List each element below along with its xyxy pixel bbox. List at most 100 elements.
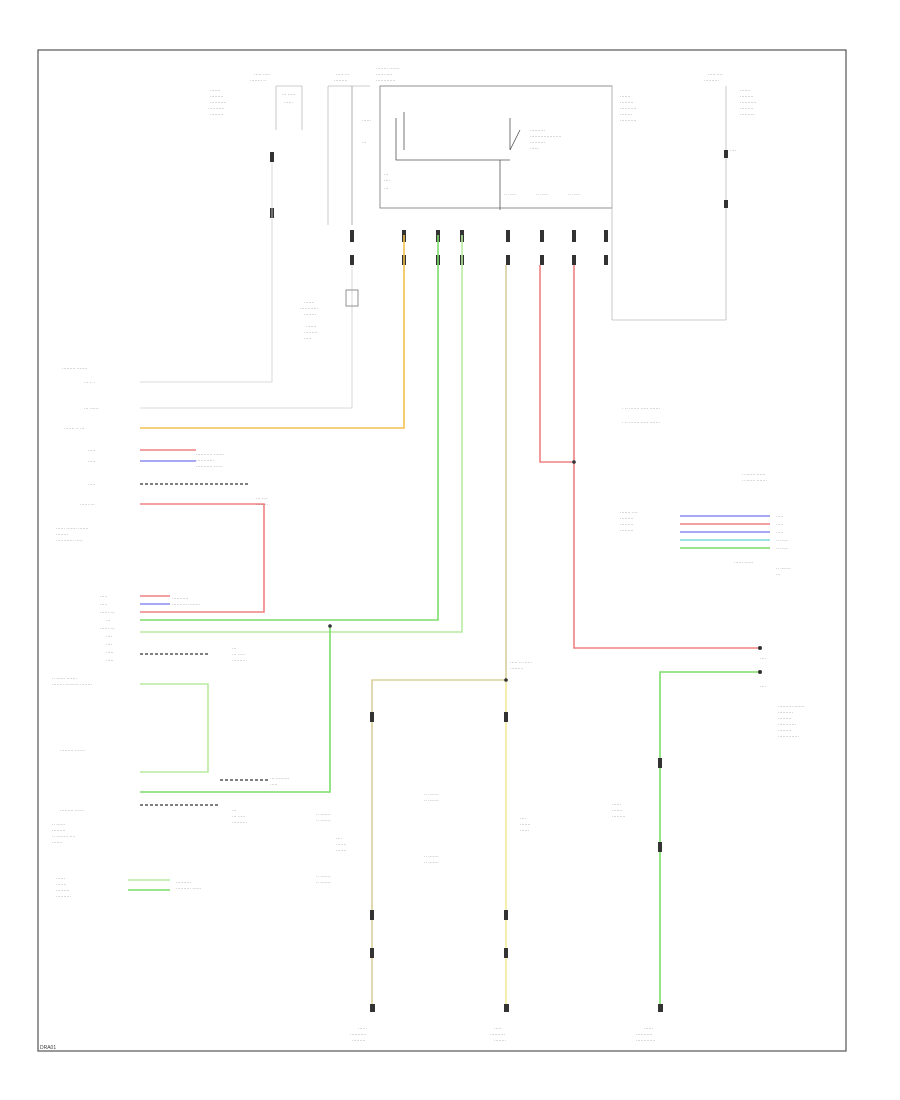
svg-text:· ·· ······· ····· ·······: · ·· ······· ····· ······· xyxy=(622,406,660,411)
svg-text:·········: ········· xyxy=(740,94,754,99)
svg-text:······· ····: ······· ···· xyxy=(620,510,638,515)
svg-text:···: ··· xyxy=(384,172,389,177)
svg-text:······: ······ xyxy=(284,100,293,105)
svg-text:······ ···: ······ ··· xyxy=(100,626,115,631)
svg-text:······: ······ xyxy=(530,146,539,151)
svg-text:············: ············ xyxy=(196,458,214,463)
svg-text:·· ·······: ·· ······· xyxy=(424,860,439,865)
svg-text:······: ······ xyxy=(644,1026,653,1031)
svg-text:·· ·····: ·· ····· xyxy=(536,192,548,197)
svg-text:·········: ········· xyxy=(56,888,70,893)
svg-text:······: ······ xyxy=(56,876,65,881)
svg-text:··········: ·········· xyxy=(530,140,545,145)
svg-text:·········: ········· xyxy=(620,522,634,527)
svg-text:···········: ··········· xyxy=(636,1032,652,1037)
svg-text:······ ······: ······ ······ xyxy=(734,560,753,565)
svg-text:·········: ········· xyxy=(304,330,318,335)
svg-text:····: ···· xyxy=(520,816,526,821)
svg-text:·· ······ ·······: ·· ······ ······· xyxy=(52,676,77,681)
svg-text:········· ······: ········· ······ xyxy=(60,808,84,813)
svg-text:···: ··· xyxy=(384,186,389,191)
svg-text:······ ···: ······ ··· xyxy=(80,502,95,507)
svg-text:····: ···· xyxy=(760,684,766,689)
svg-text:··········: ·········· xyxy=(778,710,793,715)
svg-text:···········: ··········· xyxy=(620,106,636,111)
svg-text:·· ······ ······: ·· ······ ······ xyxy=(742,472,765,477)
svg-text:·········: ········· xyxy=(334,78,348,83)
svg-text:·······: ······· xyxy=(304,300,315,305)
svg-text:·· ······ ·······: ·· ······ ······· xyxy=(742,478,767,483)
svg-text:···········: ··········· xyxy=(740,100,756,105)
ground-connectors xyxy=(370,646,762,1012)
svg-text:····· ···: ····· ··· xyxy=(336,72,349,77)
svg-text:·····: ····· xyxy=(776,514,784,519)
svg-text:·······: ······· xyxy=(210,88,221,93)
svg-text:········: ········ xyxy=(304,312,316,317)
svg-text:····: ···· xyxy=(730,148,736,153)
svg-text:····: ···· xyxy=(384,178,390,183)
left-module-labels: ········· ······· ··· ·· · ··· ······ ··… xyxy=(52,366,289,899)
svg-text:······ ···: ······ ··· xyxy=(100,610,115,615)
svg-text:········: ········ xyxy=(56,532,68,537)
svg-text:············: ············ xyxy=(778,722,796,727)
svg-text:·····: ····· xyxy=(88,448,96,453)
svg-text:·····: ····· xyxy=(88,459,96,464)
right-module-labels: · ·· ······· ····· ······· · ·· ······· … xyxy=(316,406,805,1043)
svg-text:····: ···· xyxy=(760,656,766,661)
svg-text:·····: ····· xyxy=(270,782,278,787)
svg-text:··········: ·········· xyxy=(56,894,71,899)
svg-text:·········: ········· xyxy=(620,516,634,521)
svg-text:·····: ····· xyxy=(88,482,96,487)
svg-text:····· ····: ····· ···· xyxy=(708,72,723,77)
svg-text:·····: ····· xyxy=(100,602,108,607)
svg-text:······· ·· ···: ······· ·· ··· xyxy=(64,426,84,431)
svg-text:········ ··: ········ ·· xyxy=(250,78,266,83)
svg-text:··············: ·············· xyxy=(778,734,799,739)
svg-text:··········: ·········· xyxy=(740,112,755,117)
svg-text:············ ·····: ············ ····· xyxy=(56,538,83,543)
svg-text:·······: ······· xyxy=(336,842,347,847)
svg-text:·· ·······: ·· ······· xyxy=(776,566,791,571)
svg-text:··· ·····: ··· ····· xyxy=(232,814,245,819)
svg-text:·······: ······· xyxy=(52,840,63,845)
svg-text:·········: ········· xyxy=(620,528,634,533)
svg-text:··· ·········: ··· ········· xyxy=(270,776,289,781)
svg-text:·····: ····· xyxy=(776,522,784,527)
svg-text:·······: ······· xyxy=(520,822,531,827)
top-connectors xyxy=(270,150,728,265)
svg-text:·· ·······: ·· ······· xyxy=(316,812,331,817)
svg-text:·······: ······· xyxy=(620,94,631,99)
svg-text:···: ··· xyxy=(232,808,237,813)
svg-text:··········· ·······: ··········· ······· xyxy=(196,452,224,457)
svg-text:·· ·······: ·· ······· xyxy=(424,792,439,797)
svg-text:····· ·· ······: ····· ·· ······ xyxy=(510,660,532,665)
svg-text:······: ······ xyxy=(358,1026,367,1031)
svg-text:··········: ·········· xyxy=(232,658,247,663)
svg-text:·········· ······: ·········· ······ xyxy=(176,886,201,891)
svg-text:·········· ········: ·········· ········ xyxy=(172,602,200,607)
svg-text:··········: ·········· xyxy=(530,128,545,133)
svg-text:········: ········ xyxy=(494,1038,506,1043)
svg-text:·············: ············· xyxy=(636,1038,655,1043)
svg-text:··········: ·········· xyxy=(490,1032,505,1037)
svg-text:·········: ········· xyxy=(52,828,66,833)
svg-text:········ ·······: ········ ······· xyxy=(376,66,400,71)
svg-text:·······: ······· xyxy=(56,882,67,887)
svg-text:··········: ·········· xyxy=(232,820,247,825)
svg-text:···········: ··········· xyxy=(172,596,188,601)
svg-text:·····: ····· xyxy=(100,594,108,599)
svg-text:·····: ····· xyxy=(776,530,784,535)
svg-text:·········: ········· xyxy=(620,100,634,105)
svg-text:·······: ······· xyxy=(336,848,347,853)
svg-text:·····: ····· xyxy=(304,336,312,341)
svg-text:··········· ······: ··········· ······ xyxy=(196,464,223,469)
svg-text:·····················: ····················· xyxy=(530,134,561,139)
svg-text:·············: ············· xyxy=(376,78,395,83)
svg-text:·······: ······· xyxy=(612,808,623,813)
svg-text:·········: ········· xyxy=(612,814,626,819)
svg-text:······ ······· ·······: ······ ······· ······· xyxy=(56,526,88,531)
svg-text:·· ·····: ·· ····· xyxy=(776,546,788,551)
svg-text:····: ···· xyxy=(106,642,112,647)
svg-text:··· ·· ·: ··· ·· · xyxy=(84,380,96,385)
svg-text:·· ·······: ·· ······· xyxy=(424,854,439,859)
